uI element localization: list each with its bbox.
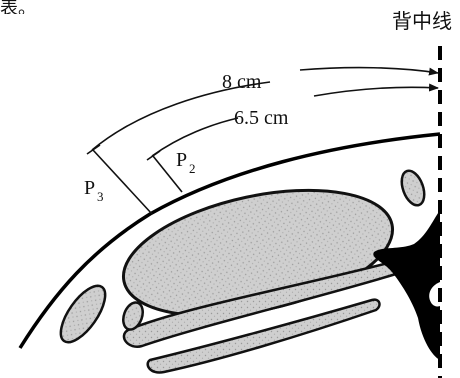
measure-arc-p2-right	[314, 87, 438, 96]
measure-arc-p2	[152, 118, 238, 156]
distance-label-8cm: 8 cm	[222, 71, 262, 93]
svg-text:P: P	[176, 149, 187, 171]
measure-tick-p2	[147, 151, 160, 160]
svg-text:P: P	[84, 177, 95, 199]
point-label-p3: P 3	[84, 177, 104, 204]
measure-arc-p3-right	[300, 68, 438, 73]
distance-label-6-5cm: 6.5 cm	[234, 107, 289, 129]
header-text-fragment: 表。	[0, 0, 34, 14]
midline-label: 背中线	[392, 10, 452, 33]
muscle-oval-right	[397, 168, 428, 209]
point-label-p2: P 2	[176, 149, 196, 176]
svg-text:3: 3	[97, 189, 104, 204]
measure-tick-p3	[87, 145, 100, 154]
leader-line-p3	[93, 150, 152, 214]
svg-text:2: 2	[189, 161, 196, 176]
